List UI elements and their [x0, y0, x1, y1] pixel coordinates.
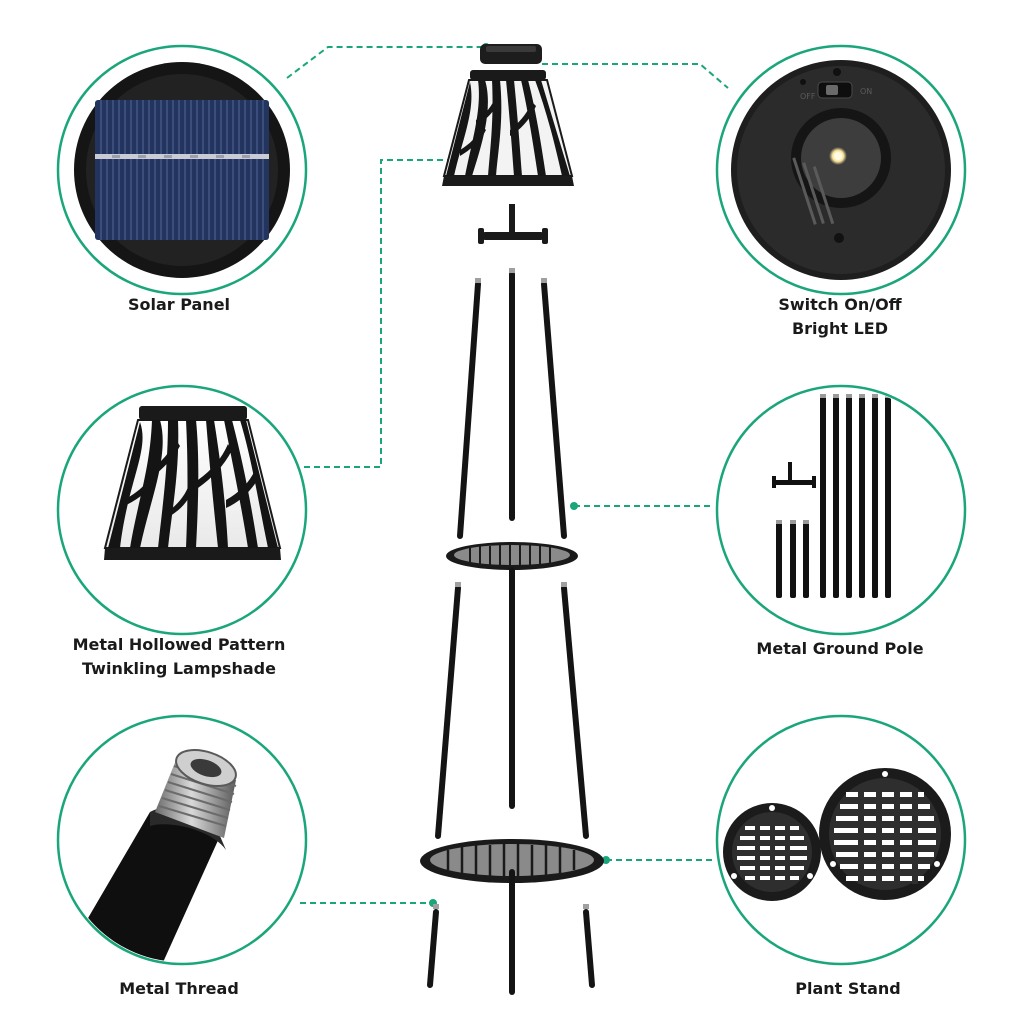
switch-on-marking: ON — [860, 87, 872, 96]
solar-panel-image — [74, 62, 290, 278]
ground-pole-label: Metal Ground Pole — [690, 637, 990, 661]
switch-led-image — [731, 60, 951, 280]
plant-stand-image — [723, 768, 951, 901]
connector-lampshade — [304, 159, 457, 468]
ground-pole-image — [772, 394, 891, 598]
connector-lines — [286, 46, 729, 904]
switch-off-marking: OFF — [800, 92, 816, 101]
solar-panel-label-line1: Solar Panel — [127, 295, 231, 314]
connector-solar — [286, 46, 486, 79]
solar-panel-label: Solar Panel — [29, 293, 329, 317]
lampshade-label-line1: Metal Hollowed Pattern — [72, 635, 286, 654]
lampshade-label-line2: Twinkling Lampshade — [82, 659, 276, 678]
connector-switch — [542, 63, 729, 89]
plant-stand-label: Plant Stand — [698, 977, 998, 1001]
metal-thread-label: Metal Thread — [29, 977, 329, 1001]
exploded-product-view — [420, 44, 604, 995]
ground-pole-label-line1: Metal Ground Pole — [756, 639, 924, 658]
metal-thread-label-line1: Metal Thread — [119, 979, 239, 998]
switch-led-label-line2: Bright LED — [791, 319, 889, 338]
lampshade-label: Metal Hollowed Pattern Twinkling Lampsha… — [29, 633, 329, 681]
plant-stand-label-line1: Plant Stand — [795, 979, 901, 998]
lampshade-image — [103, 406, 282, 560]
switch-led-label: Switch On/Off Bright LED — [690, 293, 990, 341]
switch-led-label-line1: Switch On/Off — [778, 295, 902, 314]
